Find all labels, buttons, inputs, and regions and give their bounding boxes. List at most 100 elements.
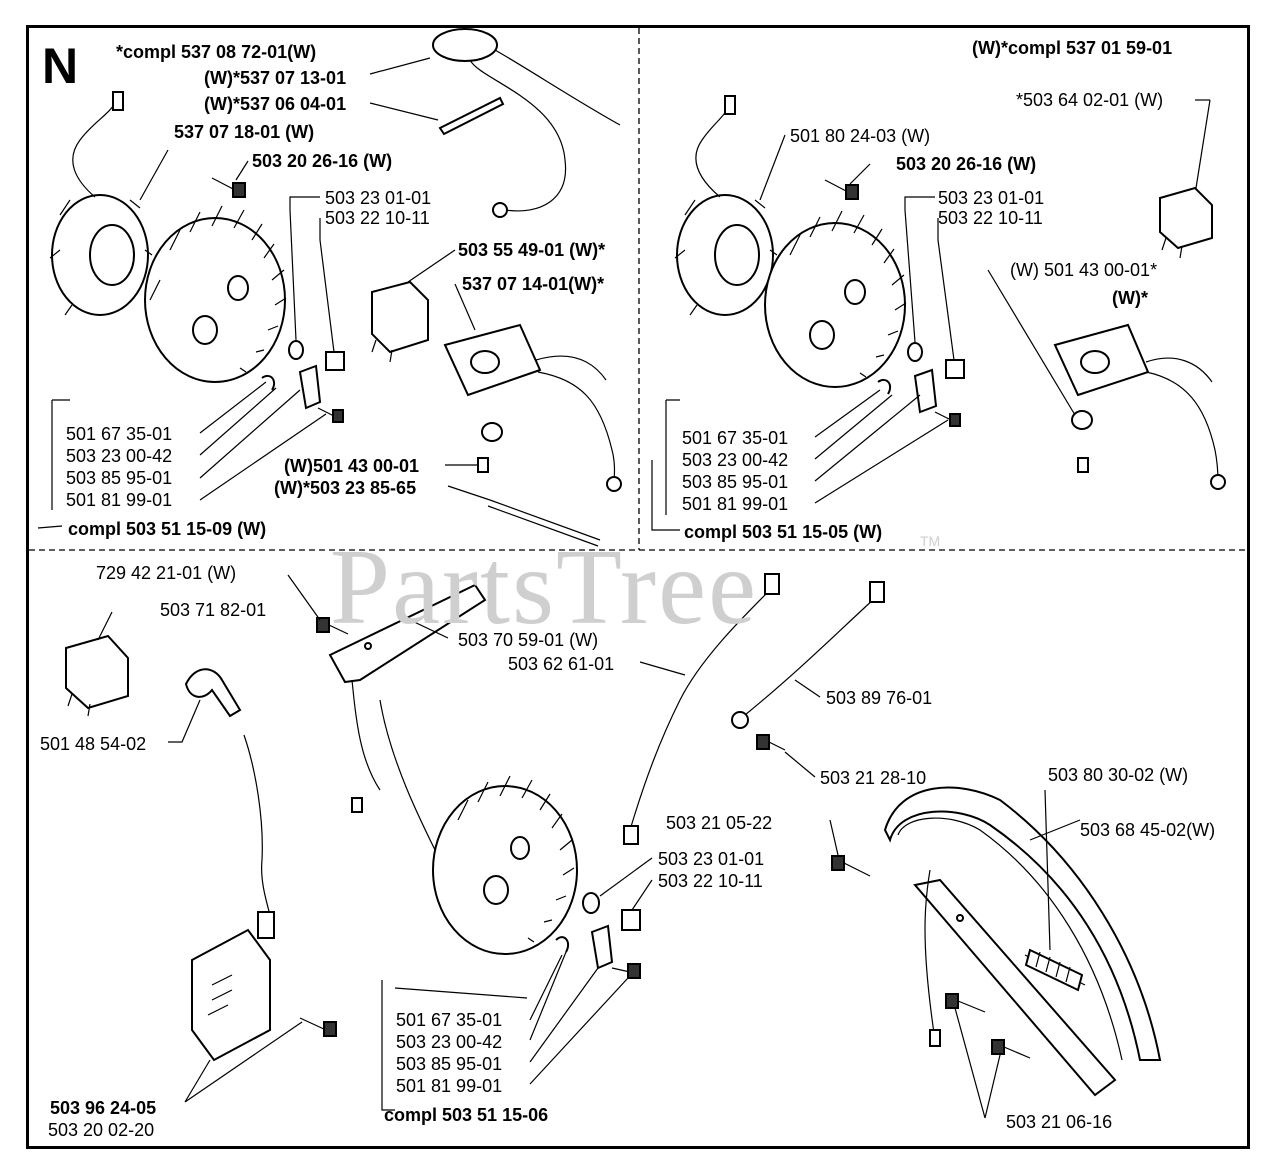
switch-top-right xyxy=(1159,186,1213,259)
part-label: 503 85 95-01 xyxy=(682,472,789,492)
part-label: 537 07 18-01 (W) xyxy=(174,122,315,142)
watermark: PartsTree xyxy=(330,528,759,647)
leader-lines-top-left xyxy=(37,57,491,529)
bracket-top-left xyxy=(438,96,505,136)
screw-top-left xyxy=(211,177,246,198)
spring-clip-top-right xyxy=(877,378,892,395)
part-label: 503 22 10-11 xyxy=(658,871,763,891)
diagram-frame xyxy=(26,25,1250,1149)
part-label: (W)*compl 537 01 59-01 xyxy=(972,38,1173,58)
part-label: 503 96 24-05 xyxy=(50,1098,157,1118)
part-label: *compl 537 08 72-01(W) xyxy=(116,42,317,62)
terminal-top-left xyxy=(477,457,489,473)
spark-plug-boot-bottom xyxy=(184,668,242,718)
part-label: 503 80 30-02 (W) xyxy=(1048,765,1189,785)
part-label: 501 81 99-01 xyxy=(66,490,173,510)
part-label: 501 67 35-01 xyxy=(66,424,173,444)
part-label: 503 68 45-02(W) xyxy=(1080,820,1216,840)
section-letter: N xyxy=(42,38,79,94)
part-label: 503 21 28-10 xyxy=(820,768,927,788)
part-label: 503 62 61-01 xyxy=(508,654,615,674)
part-label: 503 55 49-01 (W)* xyxy=(458,240,606,260)
part-label: 503 22 10-11 xyxy=(325,208,430,228)
part-label: 503 23 01-01 xyxy=(658,849,765,869)
flywheel-top-left xyxy=(144,205,287,383)
washer-top-right xyxy=(907,342,923,362)
part-label: compl 503 51 15-05 (W) xyxy=(684,522,883,542)
part-label: (W)* xyxy=(1112,288,1148,308)
part-label: *503 64 02-01 (W) xyxy=(1016,90,1164,110)
part-label: 501 67 35-01 xyxy=(396,1010,503,1030)
module-screw-bottom xyxy=(299,1017,337,1037)
spring-clip-top-left xyxy=(261,374,276,391)
leader-lines-bottom xyxy=(97,574,1081,1119)
part-label: 503 23 00-42 xyxy=(396,1032,503,1052)
part-label: 501 81 99-01 xyxy=(396,1076,503,1096)
grommet-top-left xyxy=(481,422,503,442)
part-label: compl 503 51 15-06 xyxy=(384,1105,549,1125)
switch-top-left xyxy=(371,280,429,363)
part-label: 503 71 82-01 xyxy=(160,600,267,620)
small-screw-bottom xyxy=(611,963,641,979)
washer-top-left xyxy=(288,340,304,360)
part-label: 503 23 00-42 xyxy=(682,450,789,470)
part-label: 503 20 26-16 (W) xyxy=(252,151,393,171)
pawl-bottom xyxy=(590,924,614,970)
small-screw-top-right xyxy=(934,411,961,427)
ignition-module-bottom xyxy=(191,734,275,1062)
sleeve-top-left xyxy=(487,499,601,547)
part-label: (W)*503 23 85-65 xyxy=(274,478,417,498)
part-label: 501 80 24-03 (W) xyxy=(790,126,931,146)
part-label: 503 85 95-01 xyxy=(396,1054,503,1074)
screw-plate-bottom xyxy=(316,617,349,635)
ignition-cable-top-left xyxy=(432,28,621,218)
pawl-top-right xyxy=(913,368,938,414)
deflector-plate-bottom xyxy=(328,583,487,861)
part-label: 503 20 02-20 xyxy=(48,1120,155,1140)
flywheel-top-right xyxy=(764,210,907,388)
part-label: (W)*537 06 04-01 xyxy=(204,94,347,114)
nut-top-right xyxy=(945,359,965,379)
handle-screw-bottom xyxy=(945,993,1031,1059)
switch-bottom xyxy=(65,634,129,717)
screw-b-bottom xyxy=(756,734,786,751)
leader-lines-top-right xyxy=(651,99,1211,531)
part-label: compl 503 51 15-09 (W) xyxy=(68,519,267,539)
spring-bottom xyxy=(1024,948,1086,992)
part-label: 503 85 95-01 xyxy=(66,468,173,488)
part-label: (W) 501 43 00-01* xyxy=(1010,260,1158,280)
screw-c-bottom xyxy=(831,855,871,877)
flywheel-bottom xyxy=(432,775,578,955)
part-label: 503 23 00-42 xyxy=(66,446,173,466)
small-screw-top-left xyxy=(317,407,344,423)
part-label: 503 21 06-16 xyxy=(1006,1112,1113,1132)
part-label: 503 21 05-22 xyxy=(666,813,773,833)
spring-clip-bottom xyxy=(555,936,570,953)
nut-bottom xyxy=(621,909,641,931)
ignition-module-top-left xyxy=(443,323,622,492)
terminal-top-right xyxy=(1077,457,1089,473)
part-label: 503 20 26-16 (W) xyxy=(896,154,1037,174)
nut-top-left xyxy=(325,351,345,371)
ignition-module-top-right xyxy=(1053,323,1226,490)
ignition-cable-b-bottom xyxy=(731,581,885,729)
part-label: 503 89 76-01 xyxy=(826,688,933,708)
handle-bottom xyxy=(883,786,1162,1097)
trademark-mark: TM xyxy=(920,533,941,549)
part-label: 501 81 99-01 xyxy=(682,494,789,514)
part-label: 503 70 59-01 (W) xyxy=(458,630,599,650)
screw-top-right xyxy=(824,179,859,200)
part-label: 501 48 54-02 xyxy=(40,734,147,754)
part-label: 503 23 01-01 xyxy=(938,188,1045,208)
stator-coil-top-right xyxy=(674,95,778,316)
part-label: 503 23 01-01 xyxy=(325,188,432,208)
ignition-cable-a-bottom xyxy=(623,573,780,845)
part-label: (W)501 43 00-01 xyxy=(284,456,420,476)
part-label: 729 42 21-01 (W) xyxy=(96,563,237,583)
part-label: 537 07 14-01(W)* xyxy=(462,274,605,294)
part-label: (W)*537 07 13-01 xyxy=(204,68,347,88)
pawl-top-left xyxy=(298,364,322,410)
washer-bottom xyxy=(582,892,600,914)
part-label: 503 22 10-11 xyxy=(938,208,1043,228)
